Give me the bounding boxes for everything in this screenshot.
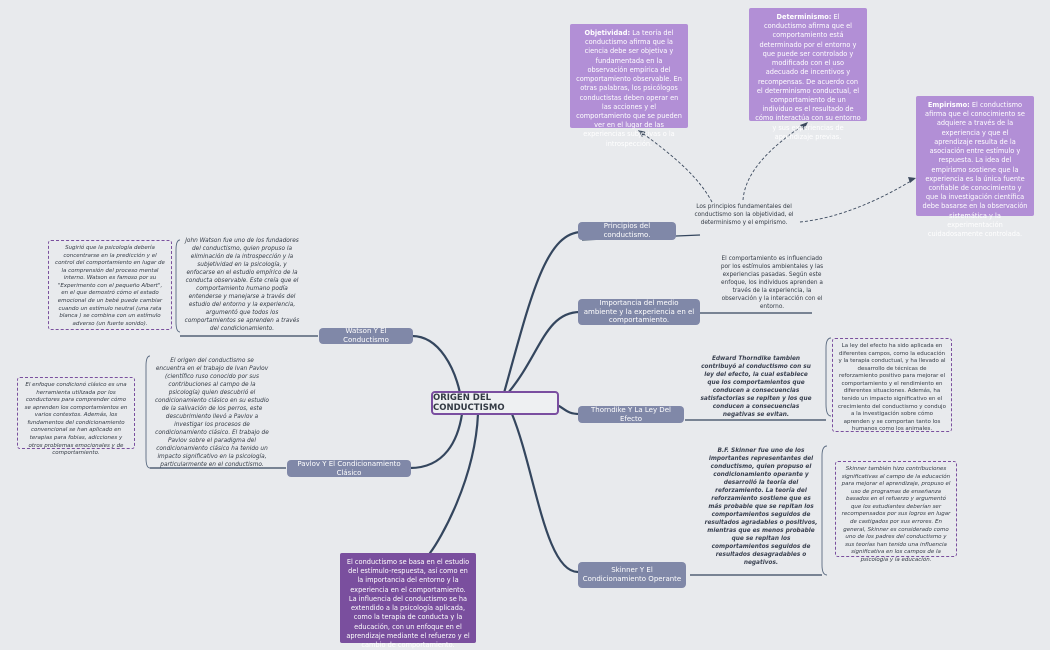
topic-thorndike-label: Thorndike Y La Ley Del Efecto [591, 405, 671, 423]
topic-watson-label: Watson Y El Conductismo [343, 327, 389, 344]
topic-thorndike[interactable]: Thorndike Y La Ley Del Efecto [578, 406, 684, 423]
central-topic[interactable]: ORIGEN DEL CONDUCTISMO [431, 391, 559, 415]
objetividad-label: Objetividad: [584, 29, 631, 37]
empirismo-text: El conductismo afirma que el conocimient… [922, 101, 1028, 239]
pavlov-text: El origen del conductismo se encuentra e… [155, 358, 269, 468]
topic-pavlov-label: Pavlov Y El Condicionamiento Clásico [297, 459, 401, 477]
dash-empirismo [799, 177, 917, 223]
determinismo-label: Determinismo: [776, 13, 832, 21]
topic-principios-label: Principios del conductismo. [603, 222, 651, 239]
arrow-objetividad [638, 130, 646, 137]
objetividad-text: La teoría del conductismo afirma que la … [576, 29, 682, 148]
topic-skinner[interactable]: Skinner Y El Condicionamiento Operante [578, 562, 686, 588]
topic-medio-ambiente[interactable]: Importancia del medio ambiente y la expe… [578, 299, 700, 325]
central-topic-label: ORIGEN DEL CONDUCTISMO [433, 393, 505, 413]
branch-principios [502, 230, 584, 395]
dash-objetividad [637, 129, 713, 203]
branch-watson [410, 334, 462, 395]
arrow-determinismo [800, 122, 808, 130]
callout-empirismo[interactable]: Empirismo: El conductismo afirma que el … [916, 96, 1034, 238]
watson-text: John Watson fue uno de los fundadores de… [184, 238, 300, 332]
branch-skinner [510, 412, 580, 574]
callout-determinismo[interactable]: Determinismo: El conductismo afirma que … [749, 8, 867, 141]
topic-skinner-label: Skinner Y El Condicionamiento Operante [582, 566, 682, 583]
summary-callout[interactable]: El conductismo se basa en el estudio del… [340, 553, 476, 649]
arrow-empirismo [908, 177, 916, 183]
skinner-text: B.F. Skinner fue uno de los importantes … [704, 448, 818, 566]
medio-text: El comportamiento es influenciado por lo… [720, 256, 824, 310]
topic-medio-label: Importancia del medio ambiente y la expe… [583, 298, 695, 325]
empirismo-label: Empirismo: [927, 101, 970, 109]
branch-pavlov [408, 412, 464, 470]
dash-determinismo [742, 121, 809, 201]
bracket-thorndike [825, 337, 832, 417]
branch-summary [428, 412, 480, 555]
thorndike-text: Edward Thorndike tambien contribuyó al c… [700, 356, 812, 418]
skinner-detail: Skinner también hizo contribuciones sign… [835, 461, 957, 563]
determinismo-text: El conductismo afirma que el comportamie… [755, 13, 861, 141]
thorndike-detail: La ley del efecto ha sido aplicada en di… [832, 338, 952, 432]
bracket-pavlov [145, 355, 151, 469]
topic-watson[interactable]: Watson Y El Conductismo [319, 327, 413, 344]
topic-pavlov[interactable]: Pavlov Y El Condicionamiento Clásico [287, 460, 411, 477]
watson-detail: Sugirió que la psicología debería concen… [48, 240, 172, 330]
summary-callout-text: El conductismo se basa en el estudio del… [346, 558, 470, 649]
principles-summary: Los principios fundamentales del conduct… [694, 204, 794, 226]
callout-objetividad[interactable]: Objetividad: La teoría del conductismo a… [570, 24, 688, 148]
pavlov-detail: El enfoque condicionó clásico es una her… [17, 377, 135, 456]
branch-medio [506, 310, 582, 395]
branch-thorndike [557, 404, 582, 416]
bracket-skinner [821, 445, 828, 576]
topic-principios[interactable]: Principios del conductismo. [578, 222, 676, 240]
bracket-watson [175, 239, 181, 333]
